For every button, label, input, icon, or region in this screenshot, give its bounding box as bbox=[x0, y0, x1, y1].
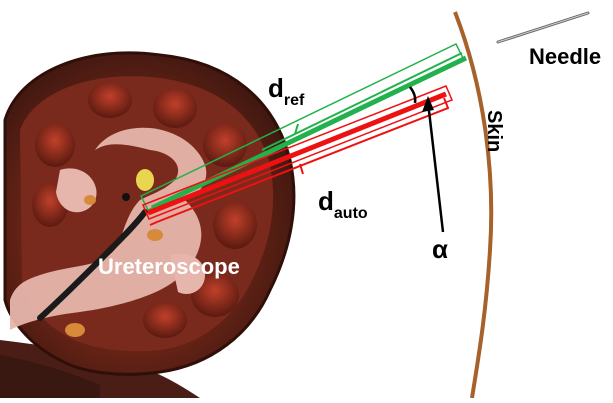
label-ureteroscope: Ureteroscope bbox=[98, 254, 240, 279]
skin-curve bbox=[455, 12, 491, 398]
label-d-ref: dref bbox=[268, 73, 305, 109]
label-needle: Needle bbox=[529, 44, 601, 69]
kidney-illustration bbox=[0, 53, 294, 398]
label-alpha: α bbox=[432, 234, 448, 264]
label-skin: Skin bbox=[483, 110, 505, 152]
label-d-auto: dauto bbox=[318, 186, 368, 222]
